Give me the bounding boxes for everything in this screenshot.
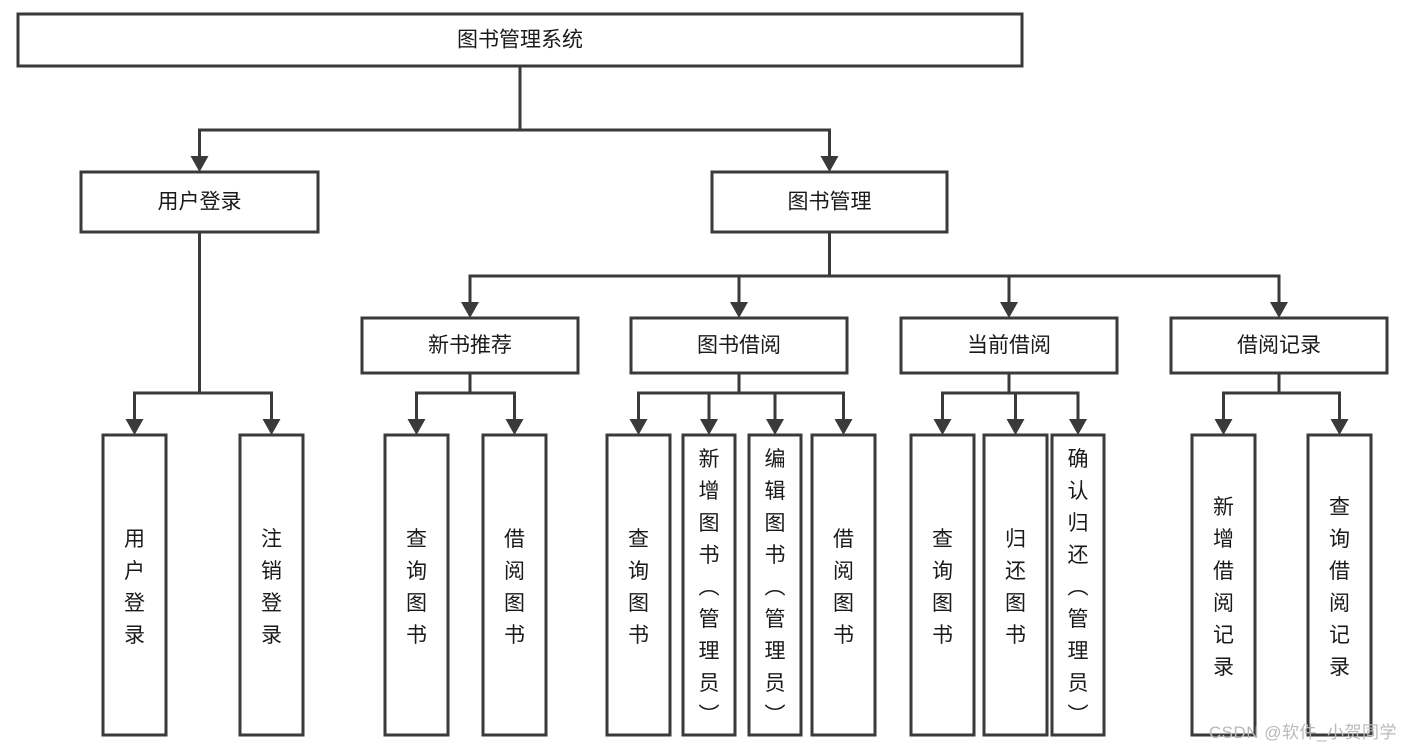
node-leaf-add-record-label: 新增借阅记录: [1213, 496, 1234, 679]
node-leaf-query-book-2-label: 查询图书: [628, 528, 649, 647]
arrow-head-icon: [262, 419, 281, 435]
node-leaf-return-book[interactable]: 归还图书: [982, 433, 1049, 737]
node-user-login[interactable]: 用户登录: [79, 170, 320, 234]
node-leaf-return-book-label: 归还图书: [1005, 528, 1026, 647]
arrow-head-icon: [505, 419, 524, 435]
arrow-head-icon: [933, 419, 952, 435]
arrow-head-icon: [1330, 419, 1349, 435]
node-leaf-edit-book-label: 编辑图书︵管理员︶: [765, 448, 786, 727]
node-root[interactable]: 图书管理系统: [16, 12, 1024, 68]
node-leaf-edit-book-box: [747, 433, 803, 737]
node-borrow-record-label: 借阅记录: [1237, 334, 1321, 357]
node-book-manage-label: 图书管理: [788, 191, 872, 214]
arrow-head-icon: [820, 156, 839, 172]
node-borrow-record-box: [1169, 316, 1389, 375]
node-new-book-rec-box: [360, 316, 580, 375]
node-user-login-label: 用户登录: [158, 191, 242, 214]
node-leaf-return-book-box: [982, 433, 1049, 737]
node-book-manage[interactable]: 图书管理: [710, 170, 949, 234]
node-leaf-user-login-box: [101, 433, 168, 737]
node-current-borrow-box: [899, 316, 1119, 375]
node-leaf-query-book-3[interactable]: 查询图书: [909, 433, 976, 737]
arrow-head-icon: [1006, 419, 1025, 435]
watermark-text: CSDN @软件_小贺同学: [1208, 723, 1397, 742]
node-leaf-add-record-box: [1190, 433, 1257, 737]
node-leaf-confirm-return-label: 确认归还︵管理员︶: [1068, 448, 1089, 727]
arrow-head-icon: [766, 419, 784, 435]
node-leaf-query-record-box: [1306, 433, 1373, 737]
node-root-label: 图书管理系统: [457, 29, 583, 52]
arrow-head-icon: [407, 419, 426, 435]
node-current-borrow-label: 当前借阅: [967, 334, 1051, 357]
node-leaf-confirm-return[interactable]: 确认归还︵管理员︶: [1050, 433, 1106, 737]
edges-layer: [125, 64, 1349, 435]
node-leaf-user-logout-box: [238, 433, 305, 737]
node-leaf-user-login-label: 用户登录: [124, 528, 145, 647]
arrow-head-icon: [834, 419, 853, 435]
node-leaf-query-book-2[interactable]: 查询图书: [605, 433, 672, 737]
arrow-head-icon: [1069, 419, 1087, 435]
arrow-head-icon: [1214, 419, 1233, 435]
arrow-head-icon: [1000, 302, 1018, 318]
node-root-box: [16, 12, 1024, 68]
arrow-head-icon: [190, 156, 209, 172]
node-leaf-borrow-book-1-label: 借阅图书: [504, 528, 525, 647]
node-leaf-query-book-3-box: [909, 433, 976, 737]
node-leaf-add-record[interactable]: 新增借阅记录: [1190, 433, 1257, 737]
node-user-login-box: [79, 170, 320, 234]
arrow-head-icon: [700, 419, 718, 435]
node-leaf-borrow-book-1[interactable]: 借阅图书: [481, 433, 548, 737]
node-leaf-add-book-box: [681, 433, 737, 737]
node-leaf-add-book-label: 新增图书︵管理员︶: [699, 448, 720, 727]
node-leaf-user-logout-label: 注销登录: [261, 528, 282, 647]
node-new-book-rec-label: 新书推荐: [428, 334, 512, 357]
node-leaf-query-book-3-label: 查询图书: [932, 528, 953, 647]
node-leaf-user-logout[interactable]: 注销登录: [238, 433, 305, 737]
node-leaf-confirm-return-box: [1050, 433, 1106, 737]
node-leaf-user-login[interactable]: 用户登录: [101, 433, 168, 737]
node-leaf-query-book-1-box: [383, 433, 450, 737]
node-borrow-record[interactable]: 借阅记录: [1169, 316, 1389, 375]
node-book-borrow-box: [629, 316, 849, 375]
node-current-borrow[interactable]: 当前借阅: [899, 316, 1119, 375]
node-leaf-query-book-1-label: 查询图书: [406, 528, 427, 647]
node-book-borrow[interactable]: 图书借阅: [629, 316, 849, 375]
arrow-head-icon: [125, 419, 144, 435]
arrow-head-icon: [629, 419, 648, 435]
node-leaf-edit-book[interactable]: 编辑图书︵管理员︶: [747, 433, 803, 737]
node-book-borrow-label: 图书借阅: [697, 334, 781, 357]
node-leaf-query-book-1[interactable]: 查询图书: [383, 433, 450, 737]
node-leaf-query-record[interactable]: 查询借阅记录: [1306, 433, 1373, 737]
node-leaf-query-book-2-box: [605, 433, 672, 737]
arrow-head-icon: [461, 302, 479, 318]
node-leaf-borrow-book-1-box: [481, 433, 548, 737]
arrow-head-icon: [730, 302, 748, 318]
node-leaf-query-record-label: 查询借阅记录: [1329, 496, 1350, 679]
node-leaf-add-book[interactable]: 新增图书︵管理员︶: [681, 433, 737, 737]
node-leaf-borrow-book-2-label: 借阅图书: [833, 528, 854, 647]
node-leaf-borrow-book-2-box: [810, 433, 877, 737]
arrow-head-icon: [1270, 302, 1288, 318]
node-new-book-rec[interactable]: 新书推荐: [360, 316, 580, 375]
nodes-layer: 图书管理系统用户登录图书管理新书推荐图书借阅当前借阅借阅记录用户登录注销登录查询…: [16, 12, 1389, 737]
node-leaf-borrow-book-2[interactable]: 借阅图书: [810, 433, 877, 737]
node-book-manage-box: [710, 170, 949, 234]
